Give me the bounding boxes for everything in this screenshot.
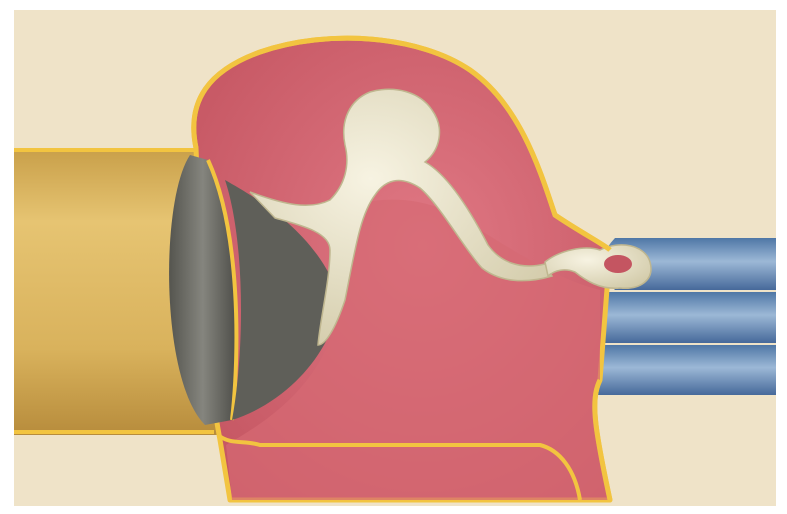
tube-middle bbox=[591, 292, 776, 343]
stapes-opening bbox=[604, 255, 632, 273]
tube-lower bbox=[583, 345, 776, 395]
